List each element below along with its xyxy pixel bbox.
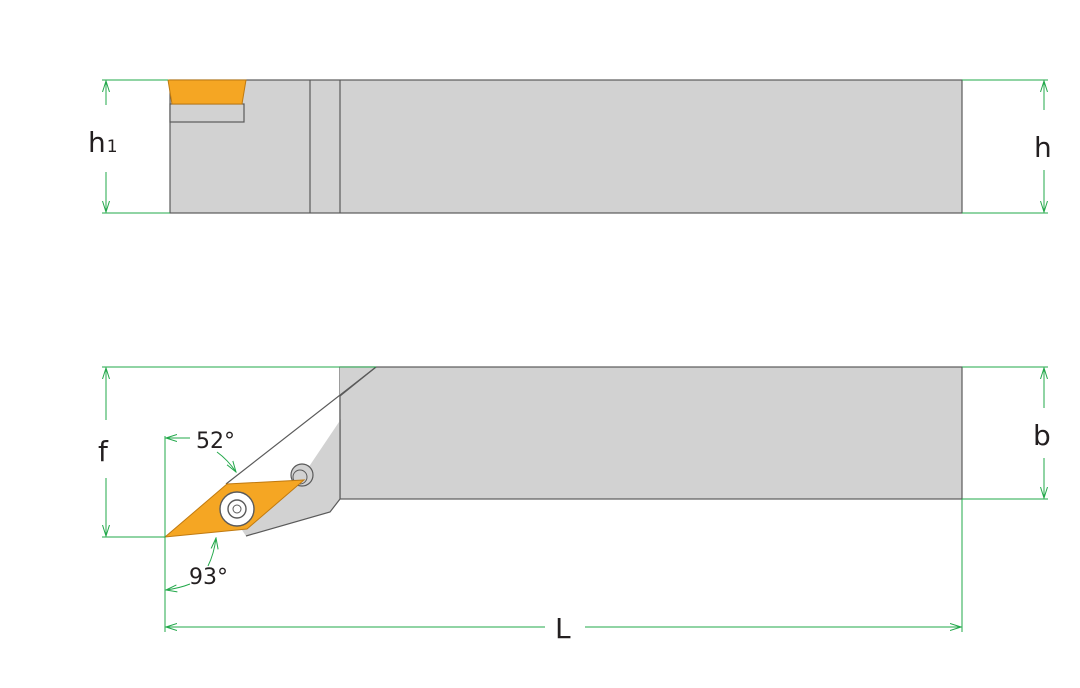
angle-52-arc xyxy=(216,451,236,472)
h-label: h xyxy=(1034,131,1052,164)
angle-52-label: 52° xyxy=(196,429,235,454)
insert-screw-center xyxy=(232,504,242,514)
f-label: f xyxy=(98,435,109,468)
top-view-head-outline xyxy=(245,498,341,537)
dimension-lines xyxy=(102,79,1048,632)
dimension-labels: h1 h f b L 52° 93° xyxy=(88,126,1052,645)
angle-93-label: 93° xyxy=(189,565,228,590)
side-view-shim xyxy=(169,103,245,123)
side-view xyxy=(167,79,963,214)
side-view-insert xyxy=(167,79,247,105)
angle-93-arc-upper xyxy=(207,538,216,567)
top-view-head xyxy=(242,367,376,536)
angle-93-arc-lower xyxy=(166,583,191,590)
b-label: b xyxy=(1033,419,1051,452)
top-view-shank xyxy=(339,366,963,500)
h1-label: h1 xyxy=(88,126,118,159)
side-view-shank xyxy=(169,79,963,214)
L-label: L xyxy=(555,612,571,645)
top-view-chamfer-line xyxy=(339,366,377,397)
top-view xyxy=(163,366,963,538)
